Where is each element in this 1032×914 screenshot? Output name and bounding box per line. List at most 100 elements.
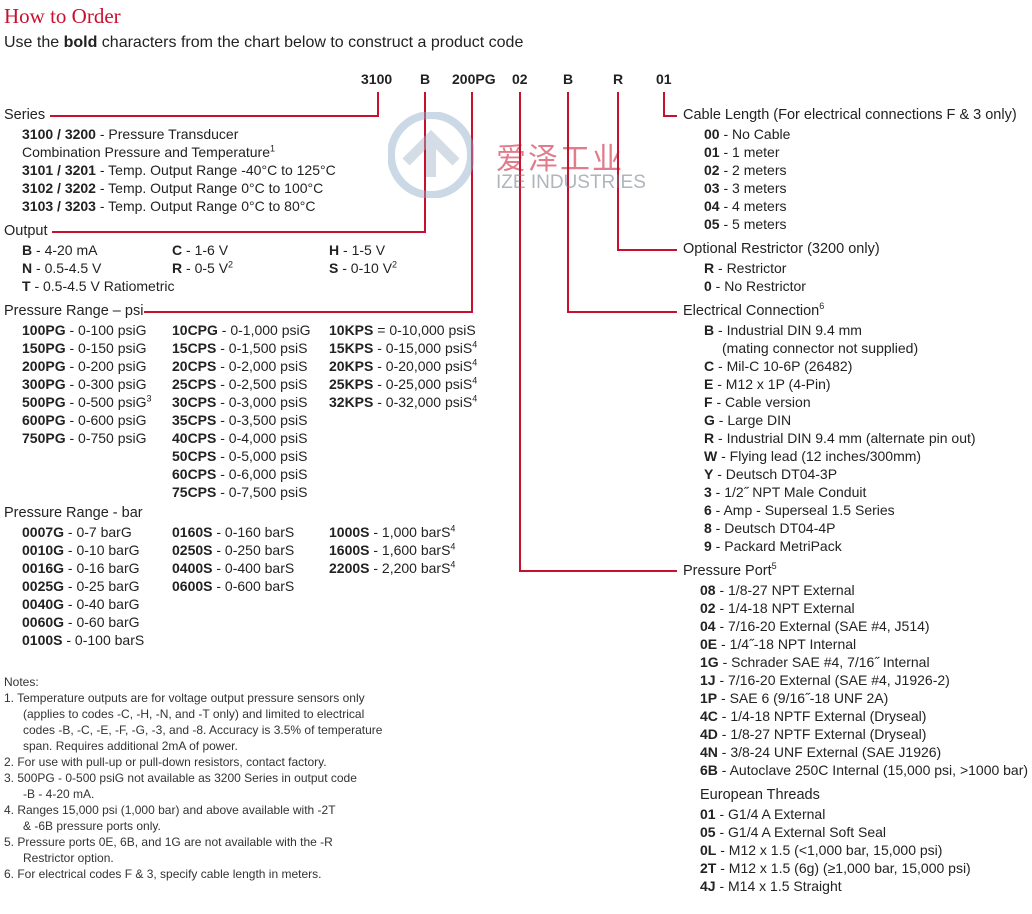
option-description: - 0-10 V: [338, 260, 393, 276]
footnote-ref: 4: [450, 523, 456, 534]
option-description: = 0-10,000 psiS: [373, 322, 476, 338]
option-code: 20CPS: [172, 358, 217, 374]
code-part-series: 3100: [361, 71, 393, 87]
page-title: How to Order: [4, 4, 121, 28]
psi-connector: [144, 92, 473, 313]
list-item: 3100 / 3200 - Pressure Transducer: [22, 125, 336, 143]
footnote-ref: 3: [146, 393, 152, 404]
note-line: & -6B pressure ports only.: [23, 819, 161, 833]
option-code: 25CPS: [172, 376, 217, 392]
option-code: 05: [704, 216, 720, 232]
footnote-ref: 4: [472, 357, 478, 368]
list-item: 0010G - 0-10 barG: [22, 541, 144, 559]
option-code: 150PG: [22, 340, 66, 356]
list-item: 0L - M12 x 1.5 (<1,000 bar, 15,000 psi): [700, 841, 971, 859]
option-description: - 0-20,000 psiS: [373, 358, 473, 374]
option-code: 2200S: [329, 560, 370, 576]
option-description: - 0-600 barS: [212, 578, 295, 594]
list-item: 05 - 5 meters: [704, 215, 790, 233]
option-code: 4J: [700, 878, 716, 894]
list-item: 150PG - 0-150 psiG: [22, 339, 152, 357]
option-description: - 0-7,500 psiS: [216, 484, 308, 500]
list-item: 2200S - 2,200 barS4: [329, 559, 455, 577]
option-code: 60CPS: [172, 466, 217, 482]
option-description: - 1,000 barS: [369, 524, 451, 540]
option-code: 02: [700, 600, 716, 616]
option-code: S: [329, 260, 339, 276]
option-description: - Amp - Superseal 1.5 Series: [711, 502, 895, 518]
option-description: - 0-10 barG: [64, 542, 140, 558]
option-code: 3101 / 3201: [22, 162, 96, 178]
option-description: - 0-3,000 psiS: [216, 394, 308, 410]
list-item: 05 - G1/4 A External Soft Seal: [700, 823, 971, 841]
list-item: 15KPS - 0-15,000 psiS4: [329, 339, 477, 357]
note-line: 5. Pressure ports 0E, 6B, and 1G are not…: [4, 835, 333, 849]
list-item: 4J - M14 x 1.5 Straight: [700, 877, 971, 895]
option-description: - 1/2˝ NPT Male Conduit: [711, 484, 867, 500]
option-description: - Industrial DIN 9.4 mm: [714, 322, 862, 338]
option-code: 500PG: [22, 394, 66, 410]
option-code: 10KPS: [329, 322, 374, 338]
option-description: - 0-60 barG: [64, 614, 140, 630]
cable-header: Cable Length (For electrical connections…: [683, 107, 1017, 123]
option-code: 0010G: [22, 542, 65, 558]
option-code: C: [704, 358, 715, 374]
option-code: H: [329, 242, 340, 258]
series-connector: [50, 92, 379, 117]
option-code: 6B: [700, 762, 718, 778]
option-code: 04: [700, 618, 716, 634]
option-code: 100PG: [22, 322, 66, 338]
electrical-header: Electrical Connection6: [683, 301, 825, 319]
list-item: 750PG - 0-750 psiG: [22, 429, 152, 447]
electrical-list: B - Industrial DIN 9.4 mm(mating connect…: [704, 321, 976, 555]
option-description: - 0-16 barG: [64, 560, 140, 576]
list-item: C - 1-6 V: [172, 241, 233, 259]
option-code: 15KPS: [329, 340, 374, 356]
list-item: 0160S - 0-160 barS: [172, 523, 294, 541]
code-part-output: B: [420, 71, 431, 87]
note-line: 2. For use with pull-up or pull-down res…: [4, 755, 327, 769]
note-line: codes -B, -C, -E, -F, -G, -3, and -8. Ac…: [23, 723, 383, 737]
list-item: 300PG - 0-300 psiG: [22, 375, 152, 393]
list-item: Combination Pressure and Temperature1: [22, 143, 336, 161]
option-description: - 0-750 psiG: [65, 430, 147, 446]
list-item: 32KPS - 0-32,000 psiS4: [329, 393, 477, 411]
option-description: - 0-6,000 psiS: [216, 466, 308, 482]
list-item: H - 1-5 V: [329, 241, 397, 259]
option-code: 30CPS: [172, 394, 217, 410]
list-item: 25CPS - 0-2,500 psiS: [172, 375, 311, 393]
list-item: 0E - 1/4˝-18 NPT Internal: [700, 635, 1028, 653]
option-description: - 4 meters: [719, 198, 787, 214]
list-item: R - 0-5 V2: [172, 259, 233, 277]
option-description: - Industrial DIN 9.4 mm (alternate pin o…: [714, 430, 976, 446]
restrictor-connector: [617, 92, 677, 251]
option-code: W: [704, 448, 718, 464]
watermark-en: IZE INDUSTRIES: [496, 172, 646, 193]
list-item: T - 0.5-4.5 V Ratiometric: [22, 277, 175, 295]
list-item: 8 - Deutsch DT04-4P: [704, 519, 976, 537]
option-code: 3: [704, 484, 712, 500]
option-code: 0250S: [172, 542, 213, 558]
option-description: - 4-20 mA: [32, 242, 98, 258]
list-item: Y - Deutsch DT04-3P: [704, 465, 976, 483]
output-connector: [52, 92, 426, 233]
option-description: - 5 meters: [719, 216, 787, 232]
list-item: R - Industrial DIN 9.4 mm (alternate pin…: [704, 429, 976, 447]
option-code: 08: [700, 582, 716, 598]
option-code: Y: [704, 466, 714, 482]
code-part-restrictor: R: [613, 71, 624, 87]
page-subtitle: Use the bold characters from the chart b…: [4, 34, 524, 51]
option-code: 50CPS: [172, 448, 217, 464]
option-code: 200PG: [22, 358, 66, 374]
list-item: 10CPG - 0-1,000 psiG: [172, 321, 311, 339]
list-item: 0016G - 0-16 barG: [22, 559, 144, 577]
